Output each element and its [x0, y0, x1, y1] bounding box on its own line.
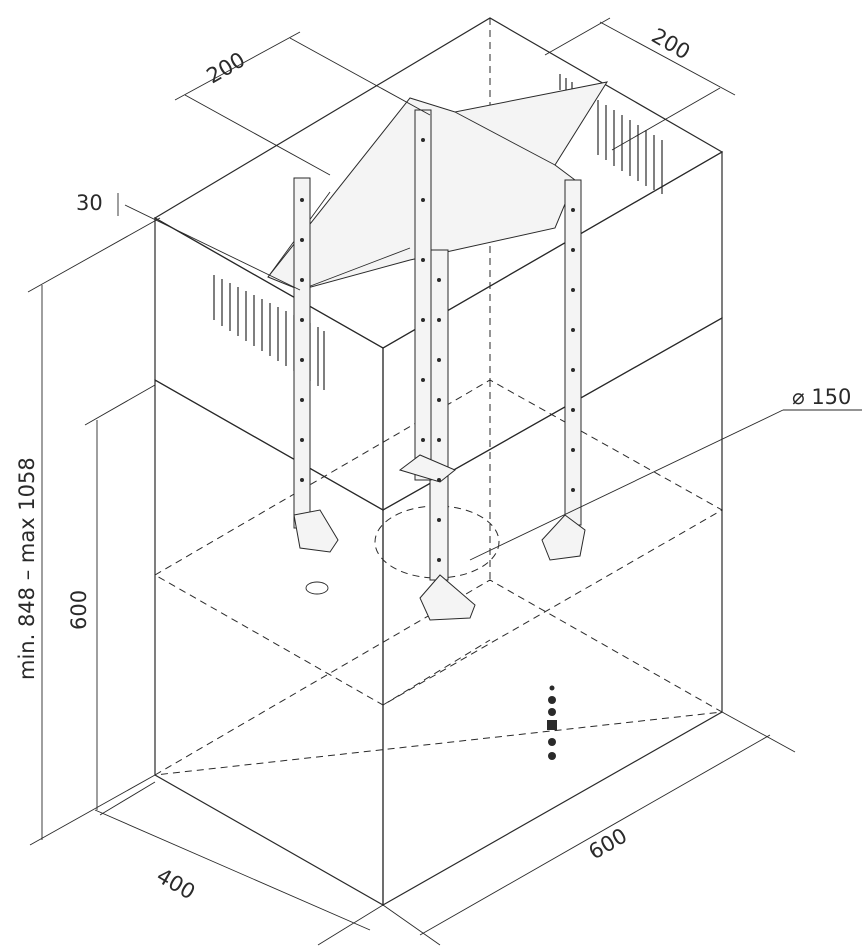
- dim-top-right: 200: [648, 24, 695, 65]
- control-button-icon: [548, 752, 556, 760]
- control-panel: [547, 685, 557, 760]
- control-button-icon: [548, 708, 556, 716]
- mounting-plate: [267, 81, 609, 291]
- rail-left-foot: [293, 509, 339, 553]
- dim-depth: 400: [153, 864, 200, 905]
- dim-collar: 30: [76, 191, 103, 215]
- dimension-lines: [27, 17, 862, 946]
- rail-back: [414, 109, 432, 481]
- hood-bottom-hidden: [154, 579, 724, 776]
- rail-right-foot: [541, 514, 586, 561]
- rail-front-foot: [419, 574, 476, 621]
- small-hole: [305, 581, 329, 595]
- dim-width: 600: [585, 823, 632, 864]
- rail-back-foot: [398, 454, 456, 483]
- control-button-icon: [548, 696, 556, 704]
- hood-left-face: [154, 378, 384, 907]
- hood-inner-hidden: [382, 639, 491, 706]
- dim-body-height: 600: [67, 590, 91, 630]
- support-rails: [293, 109, 586, 621]
- control-button-icon: [549, 685, 555, 691]
- rail-right: [564, 179, 582, 526]
- dim-duct-diameter: ⌀ 150: [792, 385, 851, 409]
- control-button-icon: [547, 720, 557, 730]
- hood-top-hidden: [153, 379, 724, 706]
- control-button-icon: [548, 738, 556, 746]
- rail-left: [293, 177, 311, 529]
- dim-top-left: 200: [203, 47, 250, 88]
- rail-front: [429, 249, 449, 581]
- dim-total-height: min. 848 – max 1058: [15, 457, 39, 680]
